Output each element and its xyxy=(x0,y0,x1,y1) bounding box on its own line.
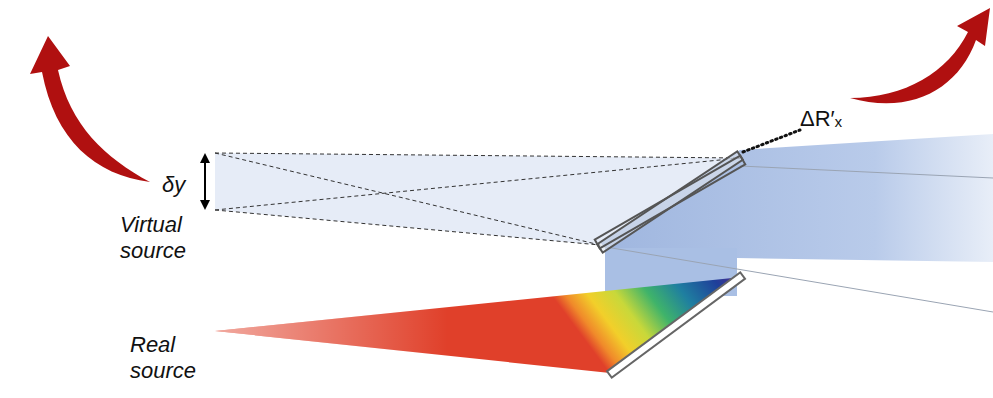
dy-arrow xyxy=(200,153,210,210)
spectrum-fade xyxy=(215,277,742,373)
mirror-rotated xyxy=(595,156,745,249)
rotation-dotted-line xyxy=(743,130,800,152)
ray-line xyxy=(740,166,993,178)
dimension-label: δy xyxy=(162,172,202,198)
spectrum-fan xyxy=(215,277,742,373)
source-label: Real source xyxy=(130,332,210,384)
grating xyxy=(607,272,745,377)
dashed-rays xyxy=(215,153,740,245)
rotation-label: ΔR′ₓ xyxy=(800,106,880,132)
rotation-arrow xyxy=(30,8,990,182)
source-label: Virtual source xyxy=(120,212,212,264)
